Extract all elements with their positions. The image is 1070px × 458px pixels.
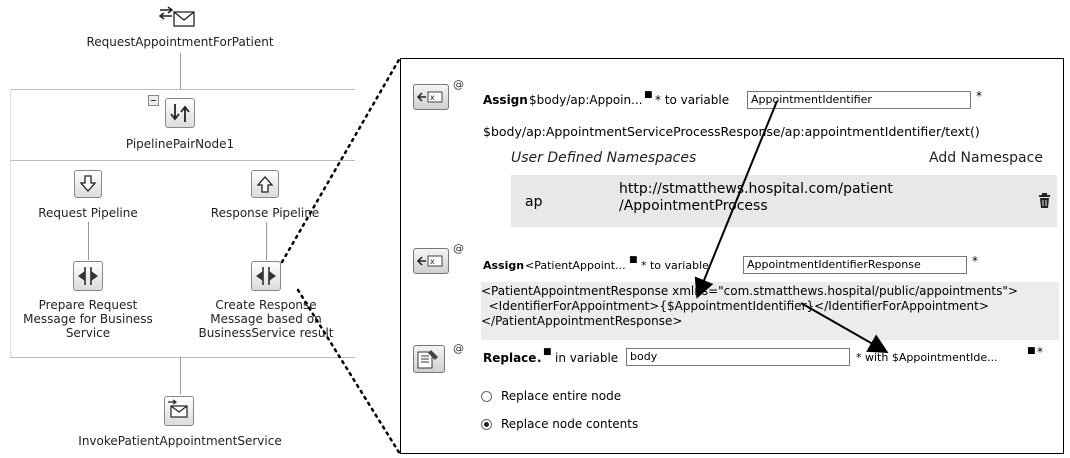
replace-entire-node-radio[interactable] [481,391,492,402]
assign-2-code: <PatientAppointmentResponse xmlns="com.s… [481,284,1018,328]
assign-1-expr[interactable]: $body/ap:Appoin... [529,93,643,107]
route-envelope-icon[interactable] [156,6,196,32]
info-icon: ■ [644,90,653,100]
assign-2-expr[interactable]: <PatientAppoint... [525,259,626,272]
request-pipeline-icon[interactable] [74,170,102,198]
create-stage-label: Create Response Message based on Busines… [198,298,334,340]
request-pipeline-label: Request Pipeline [38,206,138,220]
request-connector [88,222,89,260]
assign-1-variable-field[interactable]: AppointmentIdentifier [747,91,971,109]
assign-1-xpath[interactable]: $body/ap:AppointmentServiceProcessRespon… [483,124,980,139]
assign-1-keyword: Assign [483,93,528,107]
assign-2-to-variable: * to variable [641,259,709,272]
request-appointment-label: RequestAppointmentForPatient [86,35,274,49]
frame-bottom-line [10,357,355,358]
pipeline-diagram: RequestAppointmentForPatient PipelinePai… [0,0,390,458]
replace-in-variable: in variable [555,351,619,365]
frame-mid-line [10,160,355,161]
replace-keyword: Replace [483,351,537,365]
replace-required: * [1037,345,1043,359]
info-icon: ■ [629,255,638,265]
invoke-service-icon[interactable] [164,396,194,426]
replace-with-text[interactable]: * with $AppointmentIde... [856,351,998,364]
replace-variable-field[interactable]: body [626,348,850,366]
assign-2-code-block[interactable]: <PatientAppointmentResponse xmlns="com.s… [481,282,1059,340]
response-connector [266,222,267,260]
assign-action-2-icon[interactable]: x [413,248,449,274]
at-symbol-3: @ [453,342,464,355]
response-pipeline-icon[interactable] [251,170,279,198]
collapse-button[interactable] [148,95,159,106]
replace-expr[interactable]: . [537,351,542,365]
invoke-connector [180,357,181,394]
svg-text:x: x [430,257,435,266]
assign-2-keyword: Assign [483,259,525,272]
replace-action-icon[interactable] [413,345,445,373]
replace-node-contents-radio[interactable] [481,419,492,430]
svg-text:x: x [430,93,435,102]
frame-left-line [10,89,11,357]
assign-1-to-variable: * to variable [655,93,730,107]
stage-detail-panel: x @ Assign $body/ap:Appoin... ■ * to var… [400,58,1064,454]
add-namespace-link[interactable]: Add Namespace [929,150,1043,166]
info-icon: ■ [1027,346,1036,356]
ns-prefix: ap [525,194,543,210]
assign-1-required: * [976,89,982,103]
connector-line [180,53,181,89]
frame-top-line [10,89,355,90]
assign-2-required: * [972,254,978,268]
response-pipeline-label: Response Pipeline [210,206,320,220]
pipeline-node-label: PipelinePairNode1 [125,137,235,151]
replace-entire-node-label[interactable]: Replace entire node [501,389,622,403]
mapping-arrows [694,100,889,353]
at-symbol-2: @ [453,242,464,255]
pipeline-pair-icon[interactable] [165,98,195,128]
replace-node-contents-label[interactable]: Replace node contents [501,417,639,431]
delete-namespace-icon[interactable] [1038,193,1051,208]
info-icon: ■ [543,347,552,357]
prepare-stage-icon[interactable] [73,261,103,291]
prepare-stage-label: Prepare Request Message for Business Ser… [23,298,153,340]
assign-2-variable-field[interactable]: AppointmentIdentifierResponse [743,256,967,274]
invoke-service-label: InvokePatientAppointmentService [78,434,282,448]
assign-action-1-icon[interactable]: x [413,84,449,110]
ns-header: User Defined Namespaces [511,150,697,166]
create-stage-icon[interactable] [251,261,281,291]
ns-uri: http://stmatthews.hospital.com/patient /… [619,181,893,214]
namespace-row: ap http://stmatthews.hospital.com/patien… [511,175,1057,227]
at-symbol-1: @ [453,78,464,91]
